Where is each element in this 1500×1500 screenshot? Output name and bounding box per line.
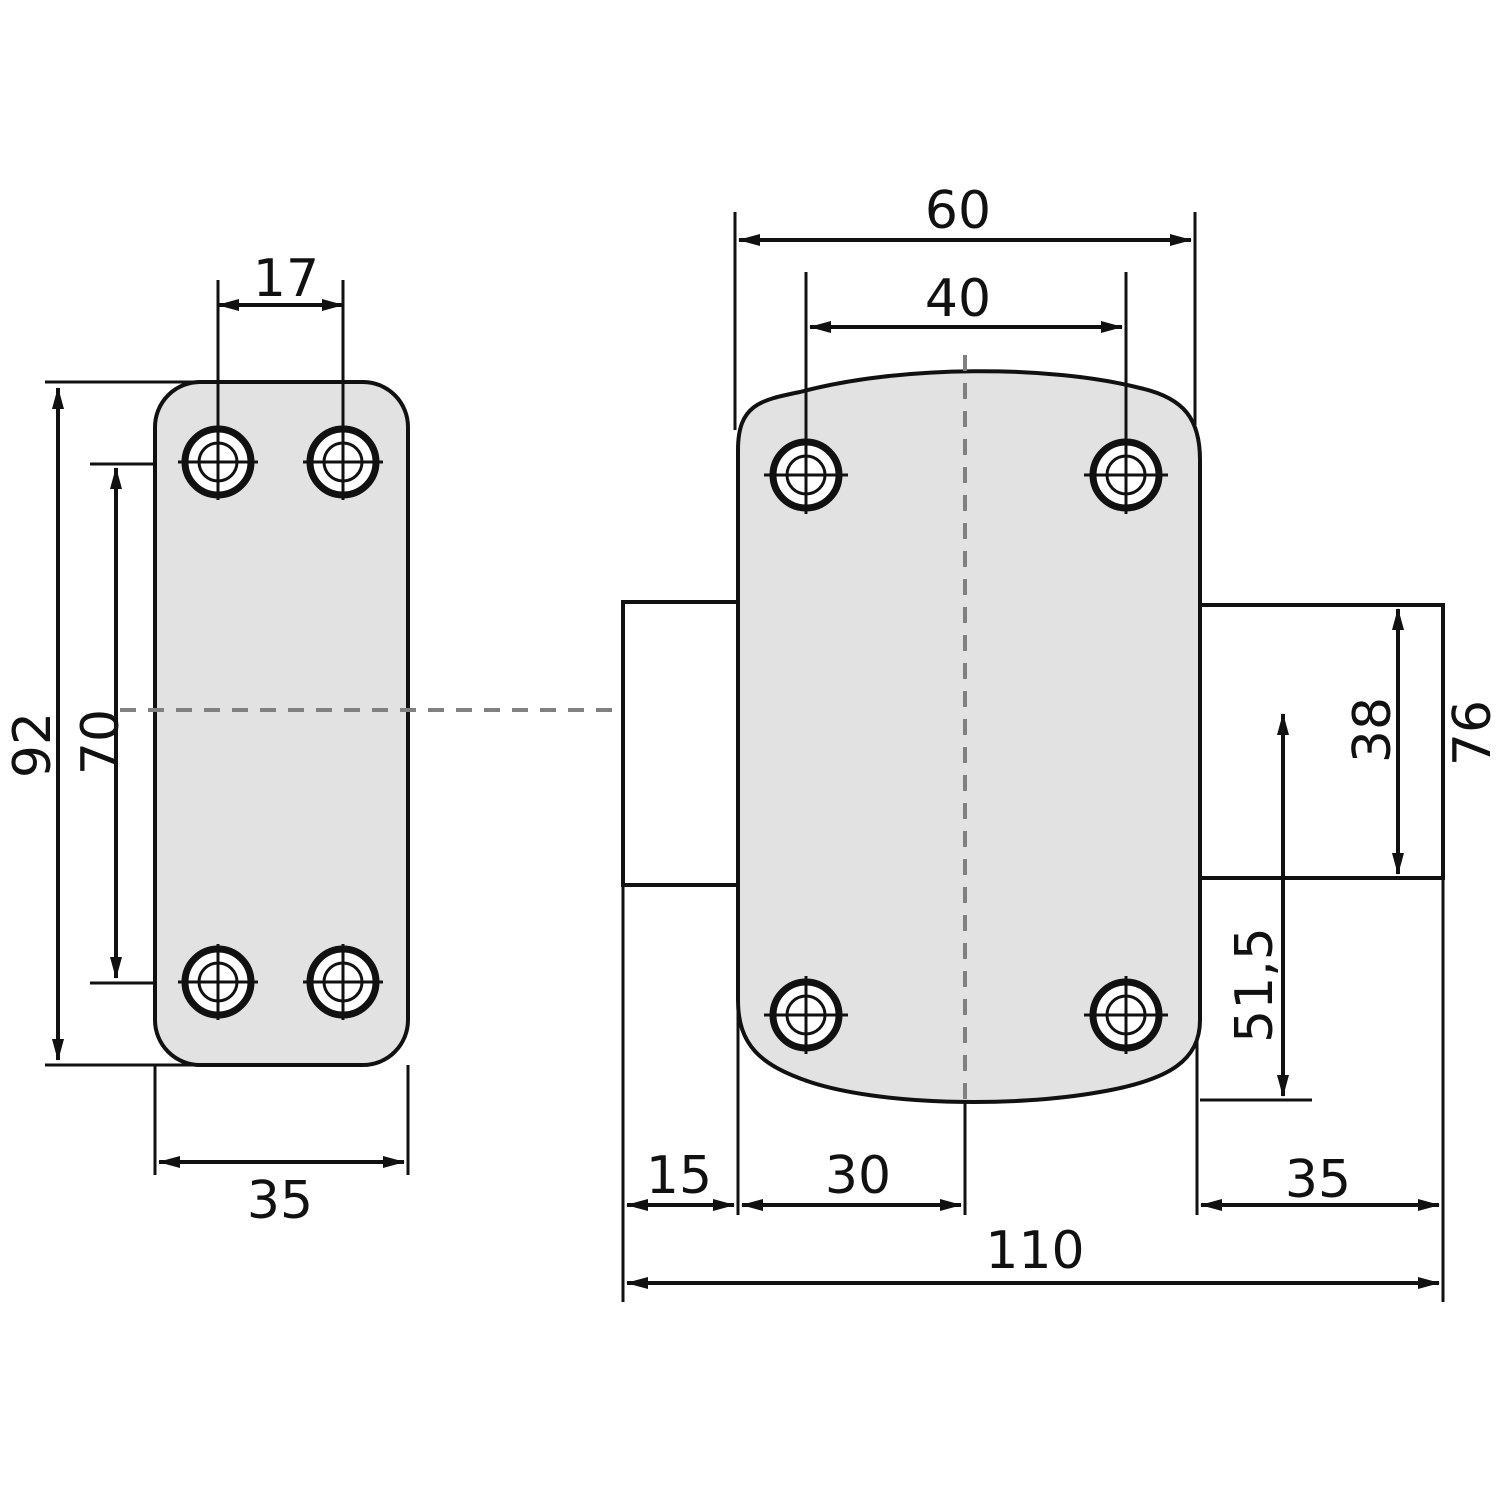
side-hole-bottom-left [178, 944, 258, 1020]
label-total-height: 76 [1443, 700, 1500, 766]
label-center-height: 51,5 [1225, 927, 1285, 1043]
side-plate [153, 380, 410, 1067]
front-view: 60 40 38 76 51,5 15 30 35 110 [621, 181, 1500, 1302]
label-right-bracket-width: 35 [1285, 1150, 1351, 1210]
label-total-width: 110 [985, 1221, 1084, 1281]
front-body [736, 369, 1202, 1104]
front-hole-top-right [1084, 436, 1168, 514]
side-view: 17 92 70 35 [3, 249, 1310, 1231]
front-hole-top-left [764, 436, 848, 514]
label-half-body-width: 30 [825, 1146, 891, 1206]
front-hole-bottom-right [1084, 976, 1168, 1054]
left-bracket [621, 600, 740, 887]
label-side-hole-height: 70 [71, 709, 131, 775]
front-hole-bottom-left [764, 976, 848, 1054]
label-front-hole-spacing: 40 [925, 269, 991, 329]
label-front-width: 60 [925, 181, 991, 241]
label-side-hole-spacing: 17 [253, 249, 319, 309]
side-hole-top-left [178, 424, 258, 500]
label-left-bracket-width: 15 [646, 1146, 712, 1206]
label-side-width: 35 [247, 1171, 313, 1231]
right-bracket [1193, 603, 1445, 880]
side-hole-top-right [303, 424, 383, 500]
side-hole-bottom-right [303, 944, 383, 1020]
label-side-height: 92 [3, 712, 63, 778]
label-bracket-height: 38 [1343, 697, 1403, 763]
